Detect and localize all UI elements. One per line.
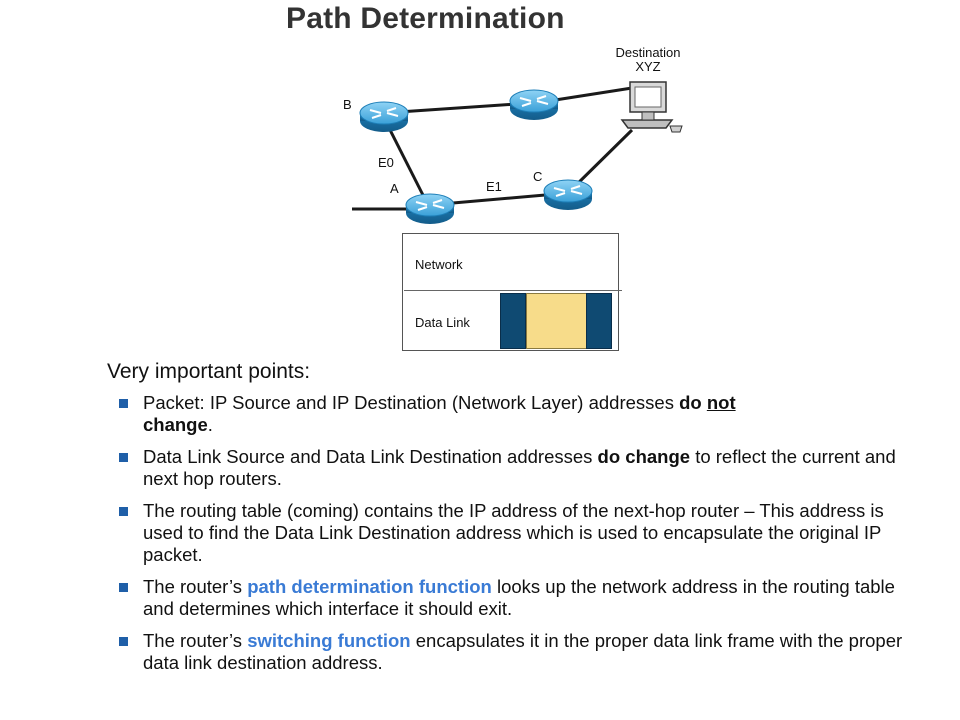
- points-intro: Very important points:: [107, 360, 311, 383]
- list-item: The router’s path determination function…: [119, 576, 925, 620]
- router-c-label: C: [533, 169, 543, 184]
- list-item: The routing table (coming) contains the …: [119, 500, 925, 566]
- frame-header-right: [586, 293, 612, 349]
- interface-e0-label: E0: [378, 155, 394, 170]
- square-bullet-icon: [119, 399, 128, 408]
- frame-payload: [526, 293, 588, 349]
- interface-e1-label: E1: [486, 179, 502, 194]
- router-b-label: B: [343, 97, 352, 112]
- page-title: Path Determination: [286, 2, 565, 35]
- square-bullet-icon: [119, 507, 128, 516]
- layer-divider: [404, 290, 622, 291]
- points-list: Packet: IP Source and IP Destination (Ne…: [119, 392, 925, 684]
- list-item: Data Link Source and Data Link Destinati…: [119, 446, 925, 490]
- square-bullet-icon: [119, 637, 128, 646]
- destination-line2: XYZ: [635, 59, 661, 74]
- router-c-icon: [543, 179, 593, 210]
- list-item: Packet: IP Source and IP Destination (Ne…: [119, 392, 925, 436]
- computer-icon: [620, 81, 683, 133]
- destination-label: Destination XYZ: [593, 46, 703, 74]
- square-bullet-icon: [119, 583, 128, 592]
- destination-line1: Destination: [615, 45, 681, 60]
- router-b-icon: [359, 101, 409, 132]
- data-link-layer-label: Data Link: [415, 315, 470, 330]
- router-top-icon: [509, 89, 559, 120]
- router-a-label: A: [390, 181, 399, 196]
- link-b-top: [383, 101, 533, 115]
- link-b-a: [382, 117, 430, 206]
- router-a-icon: [405, 193, 455, 224]
- network-layer-label: Network: [415, 257, 463, 272]
- list-item: The router’s switching function encapsul…: [119, 630, 925, 674]
- square-bullet-icon: [119, 453, 128, 462]
- network-diagram: [352, 81, 683, 224]
- frame-header-left: [500, 293, 526, 349]
